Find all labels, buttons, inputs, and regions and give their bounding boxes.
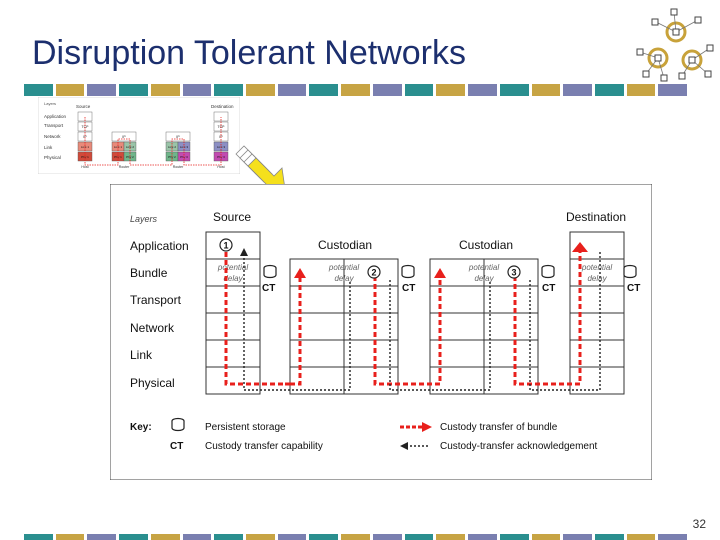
stripe-segment (404, 84, 434, 96)
stripe-segment (24, 84, 53, 96)
thumb-layer-physical: Physical (44, 155, 61, 160)
ct-label-4: CT (627, 283, 640, 294)
thumb-layer-network: Network (44, 134, 61, 139)
ct-label-3: CT (542, 283, 555, 294)
stripe-segment (372, 84, 402, 96)
thumb-node-router1: Router (119, 165, 130, 169)
thumb-ip-router2: IP (176, 135, 180, 139)
stripe-segment (309, 84, 339, 96)
layered-network-thumbnail: Layers Application Transport Network Lin… (38, 97, 240, 174)
ct-label-1: CT (262, 283, 275, 294)
thumb-phy-2a: Phy 2 (126, 155, 134, 159)
key-persistent-storage: Persistent storage (205, 422, 286, 433)
stripe-segment (214, 84, 244, 96)
layer-network: Network (130, 321, 175, 335)
source-label: Source (213, 210, 251, 224)
potential-label-4: potential (581, 263, 612, 272)
thumb-node-host2: Host (217, 165, 224, 169)
stripe-segment (341, 84, 370, 96)
ct-label-2: CT (402, 283, 415, 294)
stripe-segment (658, 84, 688, 96)
key-ct: CT (170, 441, 183, 452)
stripe-segment (563, 534, 592, 540)
stripe-segment (55, 84, 85, 96)
stripe-segment (150, 534, 180, 540)
key-label: Key: (130, 422, 152, 433)
stripe-segment (24, 534, 53, 540)
potential-label-2: potential (328, 263, 359, 272)
stripe-segment (150, 84, 180, 96)
stripe-segment (468, 84, 497, 96)
stripe-segment (626, 84, 656, 96)
thumb-ip-router1: IP (122, 135, 126, 139)
potential-label-1: potential (217, 263, 248, 272)
stripe-segment (55, 534, 85, 540)
destination-label: Destination (566, 210, 626, 224)
dtn-bundle-diagram: Layers Application Bundle Transport Netw… (110, 184, 652, 480)
stripe-segment (87, 534, 117, 540)
stripe-segment (246, 84, 275, 96)
stripe-segment (594, 534, 624, 540)
layer-bundle: Bundle (130, 266, 168, 280)
page-number: 32 (692, 517, 706, 531)
stripe-segment (119, 84, 148, 96)
delay-label-4: delay (587, 274, 607, 283)
network-logo-icon (636, 8, 714, 82)
thumb-destination: Destination (211, 104, 234, 109)
layer-physical: Physical (130, 376, 175, 390)
custodian-label-2: Custodian (459, 238, 513, 252)
stripe-segment (468, 534, 497, 540)
step-3: 3 (511, 268, 516, 278)
key-custody-bundle: Custody transfer of bundle (440, 422, 558, 433)
stripe-segment (372, 534, 402, 540)
storage-icon (263, 264, 637, 279)
stripe-segment (182, 84, 212, 96)
delay-label-3: delay (474, 274, 494, 283)
stripe-segment (182, 534, 212, 540)
stripe-segment (626, 534, 656, 540)
thumb-layer-application: Application (44, 114, 67, 119)
stripe-segment (531, 534, 561, 540)
storage-icon (171, 417, 185, 432)
stripe-segment (246, 534, 275, 540)
bottom-color-stripe (24, 534, 690, 540)
layers-header: Layers (130, 214, 158, 224)
stripe-segment (404, 534, 434, 540)
stripe-segment (499, 84, 529, 96)
layer-link: Link (130, 348, 153, 362)
stripe-segment (594, 84, 624, 96)
stripe-segment (563, 84, 592, 96)
stripe-segment (658, 534, 688, 540)
stripe-segment (119, 534, 148, 540)
thumb-link-2a: Link 2 (126, 145, 134, 149)
stripe-segment (341, 534, 370, 540)
thumb-layers-header: Layers (44, 101, 56, 106)
custodian-label-1: Custodian (318, 238, 372, 252)
layer-transport: Transport (130, 293, 182, 307)
delay-label-2: delay (334, 274, 354, 283)
stripe-segment (531, 84, 561, 96)
stripe-segment (87, 84, 117, 96)
step-2: 2 (371, 268, 376, 278)
key-custody-ack: Custody-transfer acknowledgement (440, 441, 598, 452)
delay-label-1: delay (223, 274, 243, 283)
step-1: 1 (223, 241, 228, 251)
stripe-segment (214, 534, 244, 540)
stripe-segment (277, 84, 307, 96)
top-color-stripe (24, 84, 690, 96)
slide-title: Disruption Tolerant Networks (32, 34, 466, 72)
key-custody-capability: Custody transfer capability (205, 441, 323, 452)
layer-application: Application (130, 239, 189, 253)
thumb-layer-transport: Transport (44, 123, 64, 128)
stripe-segment (436, 534, 466, 540)
potential-label-3: potential (468, 263, 499, 272)
stripe-segment (277, 534, 307, 540)
stripe-segment (309, 534, 339, 540)
thumb-node-host1: Host (81, 165, 88, 169)
stripe-segment (436, 84, 466, 96)
stripe-segment (499, 534, 529, 540)
thumb-source: Source (76, 104, 91, 109)
thumb-layer-link: Link (44, 145, 53, 150)
thumb-node-router2: Router (173, 165, 184, 169)
